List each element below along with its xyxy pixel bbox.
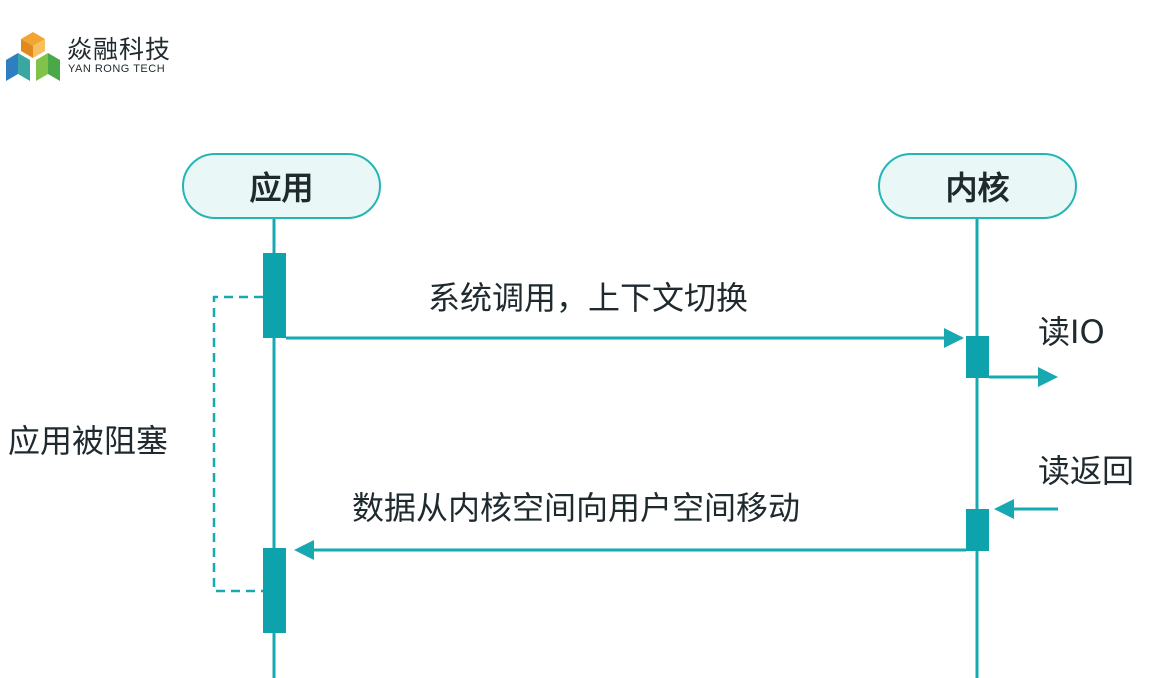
read-io-label: 读IO [1038, 313, 1105, 351]
blocked-label: 应用被阻塞 [8, 422, 169, 460]
logo-right-cube-side [48, 53, 60, 81]
copy-to-user-label: 数据从内核空间向用户空间移动 [352, 489, 801, 527]
brand-name: 焱融科技 [67, 35, 172, 64]
kernel-activation-return [966, 509, 989, 551]
logo-left-cube [6, 53, 18, 81]
logo-top-cube-side [21, 39, 33, 58]
read-io-arrowhead [1038, 367, 1058, 387]
logo-left-cube-side [18, 53, 30, 81]
brand-subtitle: YAN RONG TECH [68, 63, 166, 75]
actor-kernel: 内核 [878, 153, 1077, 219]
read-return-label: 读返回 [1038, 452, 1135, 490]
brand-logo-icon [6, 32, 60, 81]
syscall-arrowhead [944, 328, 964, 348]
logo-top-cube-side2 [33, 39, 45, 58]
copy-to-user-arrowhead [294, 540, 314, 560]
read-return-arrowhead [994, 499, 1014, 519]
app-activation-bottom [263, 548, 286, 633]
syscall-label: 系统调用，上下文切换 [428, 279, 749, 317]
blocked-bracket [212, 295, 263, 593]
actor-app: 应用 [182, 153, 381, 219]
app-activation-top [263, 253, 286, 338]
kernel-activation-read [966, 336, 989, 378]
logo-right-cube [36, 53, 48, 81]
